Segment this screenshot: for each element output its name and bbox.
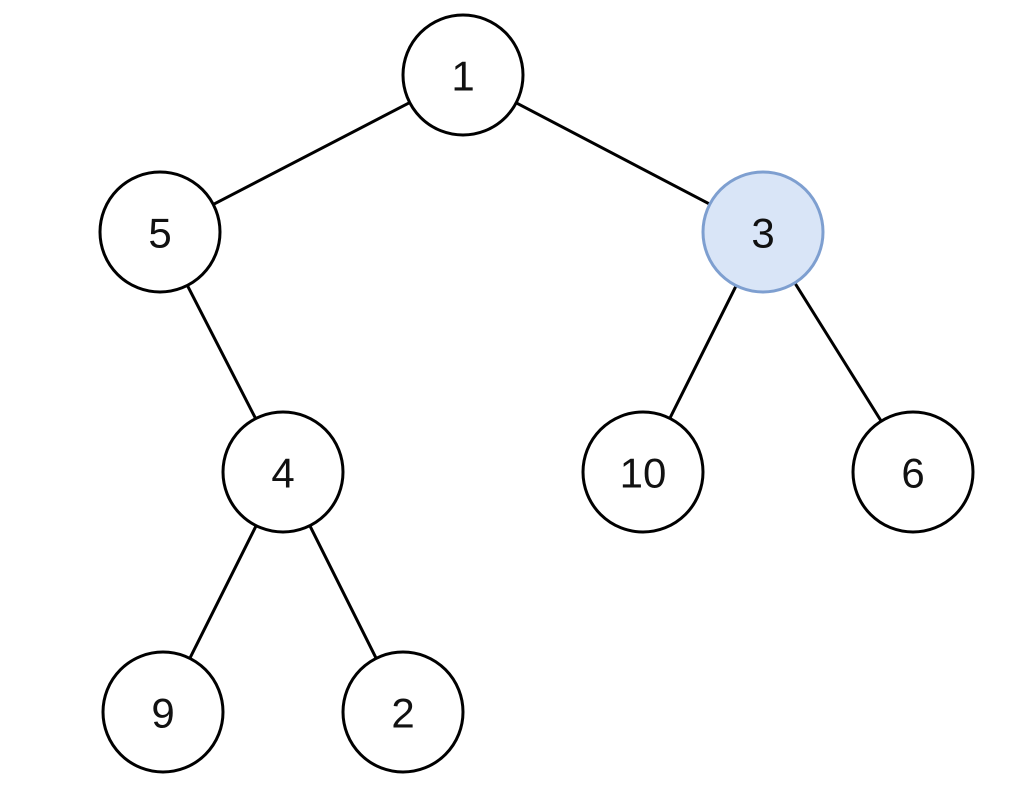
edges-layer [186, 101, 883, 660]
tree-node-label: 4 [271, 450, 294, 497]
tree-node[interactable]: 10 [581, 410, 705, 534]
tree-edge [308, 524, 378, 660]
tree-node[interactable]: 4 [221, 410, 345, 534]
tree-edge [212, 101, 411, 206]
tree-node-label: 5 [148, 210, 171, 257]
tree-node[interactable]: 5 [98, 170, 222, 294]
tree-node-circle[interactable] [341, 650, 465, 774]
tree-node-circle[interactable] [581, 410, 705, 534]
tree-edge [188, 524, 258, 660]
tree-edge [515, 101, 711, 206]
tree-node-circle[interactable] [98, 170, 222, 294]
tree-node-label: 9 [151, 690, 174, 737]
tree-edge [186, 284, 257, 420]
tree-node-label: 3 [751, 210, 774, 257]
tree-node-circle[interactable] [101, 650, 225, 774]
tree-node-circle[interactable] [401, 13, 525, 137]
nodes-layer: 1 5 3 4 10 6 9 2 [98, 13, 975, 774]
tree-edge [668, 284, 738, 420]
tree-node[interactable]: 6 [851, 410, 975, 534]
tree-node[interactable]: 1 [401, 13, 525, 137]
tree-node[interactable]: 3 [701, 170, 825, 294]
tree-node-label: 6 [901, 450, 924, 497]
tree-node-circle-highlighted[interactable] [701, 170, 825, 294]
tree-node-label: 10 [620, 450, 667, 497]
tree-node[interactable]: 2 [341, 650, 465, 774]
tree-node-circle[interactable] [851, 410, 975, 534]
tree-node-circle[interactable] [221, 410, 345, 534]
tree-node-label: 1 [451, 53, 474, 100]
tree-edge [793, 282, 883, 422]
tree-node-label: 2 [391, 690, 414, 737]
tree-node[interactable]: 9 [101, 650, 225, 774]
